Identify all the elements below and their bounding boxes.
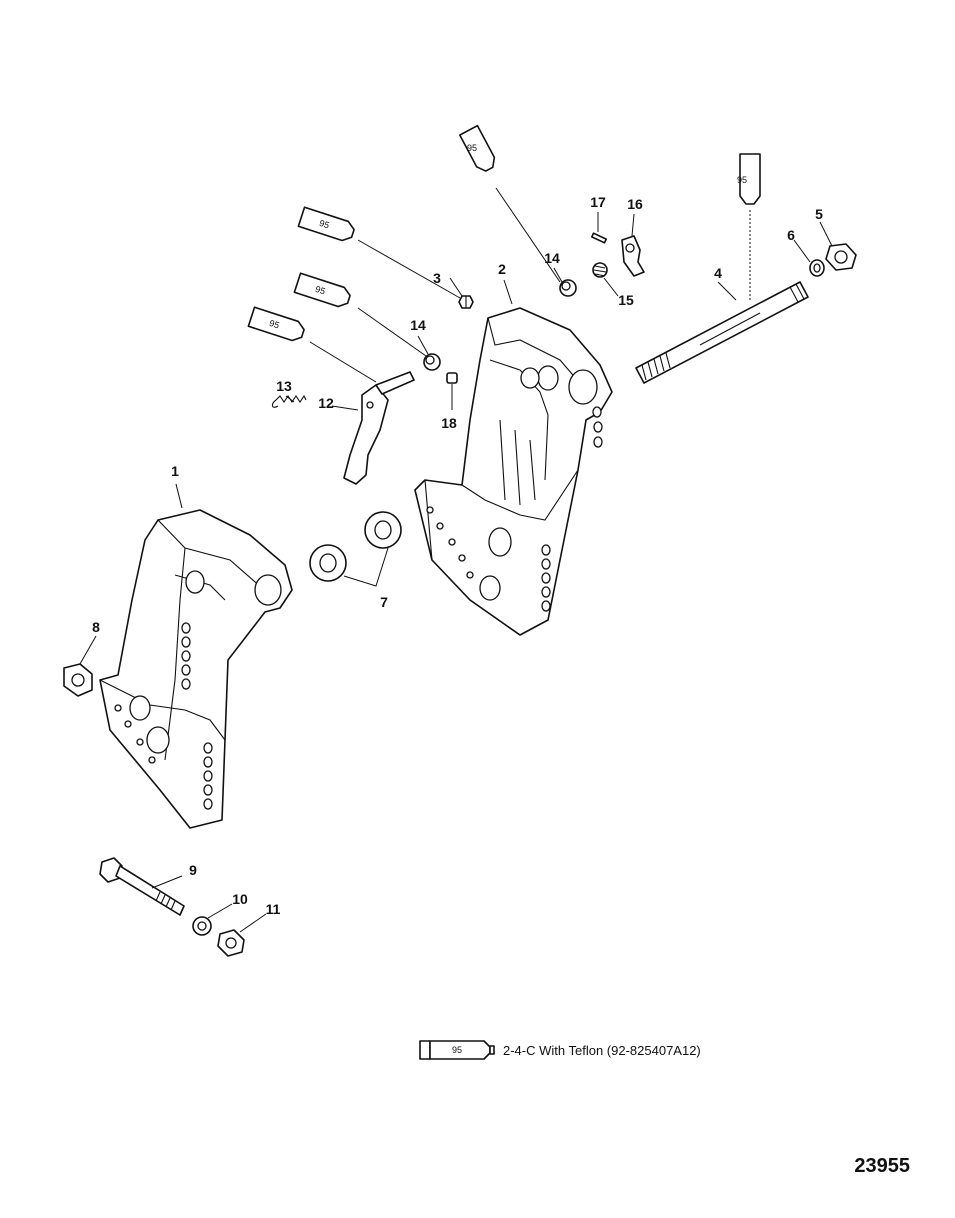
callout-6: 6 [787,227,795,243]
clamp-bracket-port [99,509,293,829]
callout-16: 16 [627,196,643,212]
thrust-washer-front [364,511,402,549]
tilt-lock-spring [592,262,608,278]
legend-tube-label: 95 [452,1045,462,1055]
callout-10: 10 [232,891,248,907]
lube-tube-3-label: 95 [318,218,331,231]
lube-tube-5: 95 [247,306,305,342]
callout-8: 8 [92,619,100,635]
callout-3: 3 [433,270,441,286]
bushing-lower [423,353,441,371]
callout-13: 13 [276,378,292,394]
callout-14-lower: 14 [410,317,426,333]
callout-11: 11 [266,901,281,917]
lube-tube-1: 95 [458,124,496,172]
bolt [99,857,185,916]
lube-tube-2-label: 95 [737,175,747,185]
lube-tube-5-label: 95 [268,318,281,331]
legend-text: 2-4-C With Teflon (92-825407A12) [503,1043,701,1058]
lube-tube-4: 95 [293,272,351,308]
small-bushing [446,372,458,384]
grease-fitting [458,295,474,309]
callout-1: 1 [171,463,179,479]
legend-lube-tube: 95 [429,1040,495,1060]
leader-lines [79,187,833,933]
callout-14-upper: 14 [544,250,560,266]
tilt-tube [635,281,809,384]
tilt-lock-arm [343,371,415,485]
lube-tube-1-label: 95 [467,143,477,153]
tilt-tube-nut-port [63,663,93,697]
bolt-nut [217,929,245,957]
clamp-bracket-starboard [414,307,613,636]
callout-15: 15 [618,292,634,308]
callout-12: 12 [318,395,334,411]
tilt-lock-lever [621,235,645,277]
lube-tube-4-label: 95 [314,284,327,297]
callout-4: 4 [714,265,722,281]
tilt-tube-washer [809,259,825,277]
callout-18: 18 [441,415,457,431]
callout-7: 7 [380,594,388,610]
lube-tube-2: 95 [737,153,761,205]
tilt-tube-nut [825,243,857,271]
callout-2: 2 [498,261,506,277]
callout-numbers: 1 2 3 4 5 6 7 8 9 10 11 12 13 14 14 15 1… [92,194,823,917]
bushing-upper [559,279,577,297]
lubricant-legend: 95 2-4-C With Teflon (92-825407A12) [419,1040,701,1060]
cotter-pin [591,232,607,244]
lube-tube-3: 95 [297,206,355,242]
bolt-washer [192,916,212,936]
tilt-lock-arm-spring [271,394,307,408]
callout-17: 17 [590,194,606,210]
callout-5: 5 [815,206,823,222]
thrust-washer-rear [309,544,347,582]
callout-9: 9 [189,862,197,878]
figure-number: 23955 [854,1155,910,1177]
